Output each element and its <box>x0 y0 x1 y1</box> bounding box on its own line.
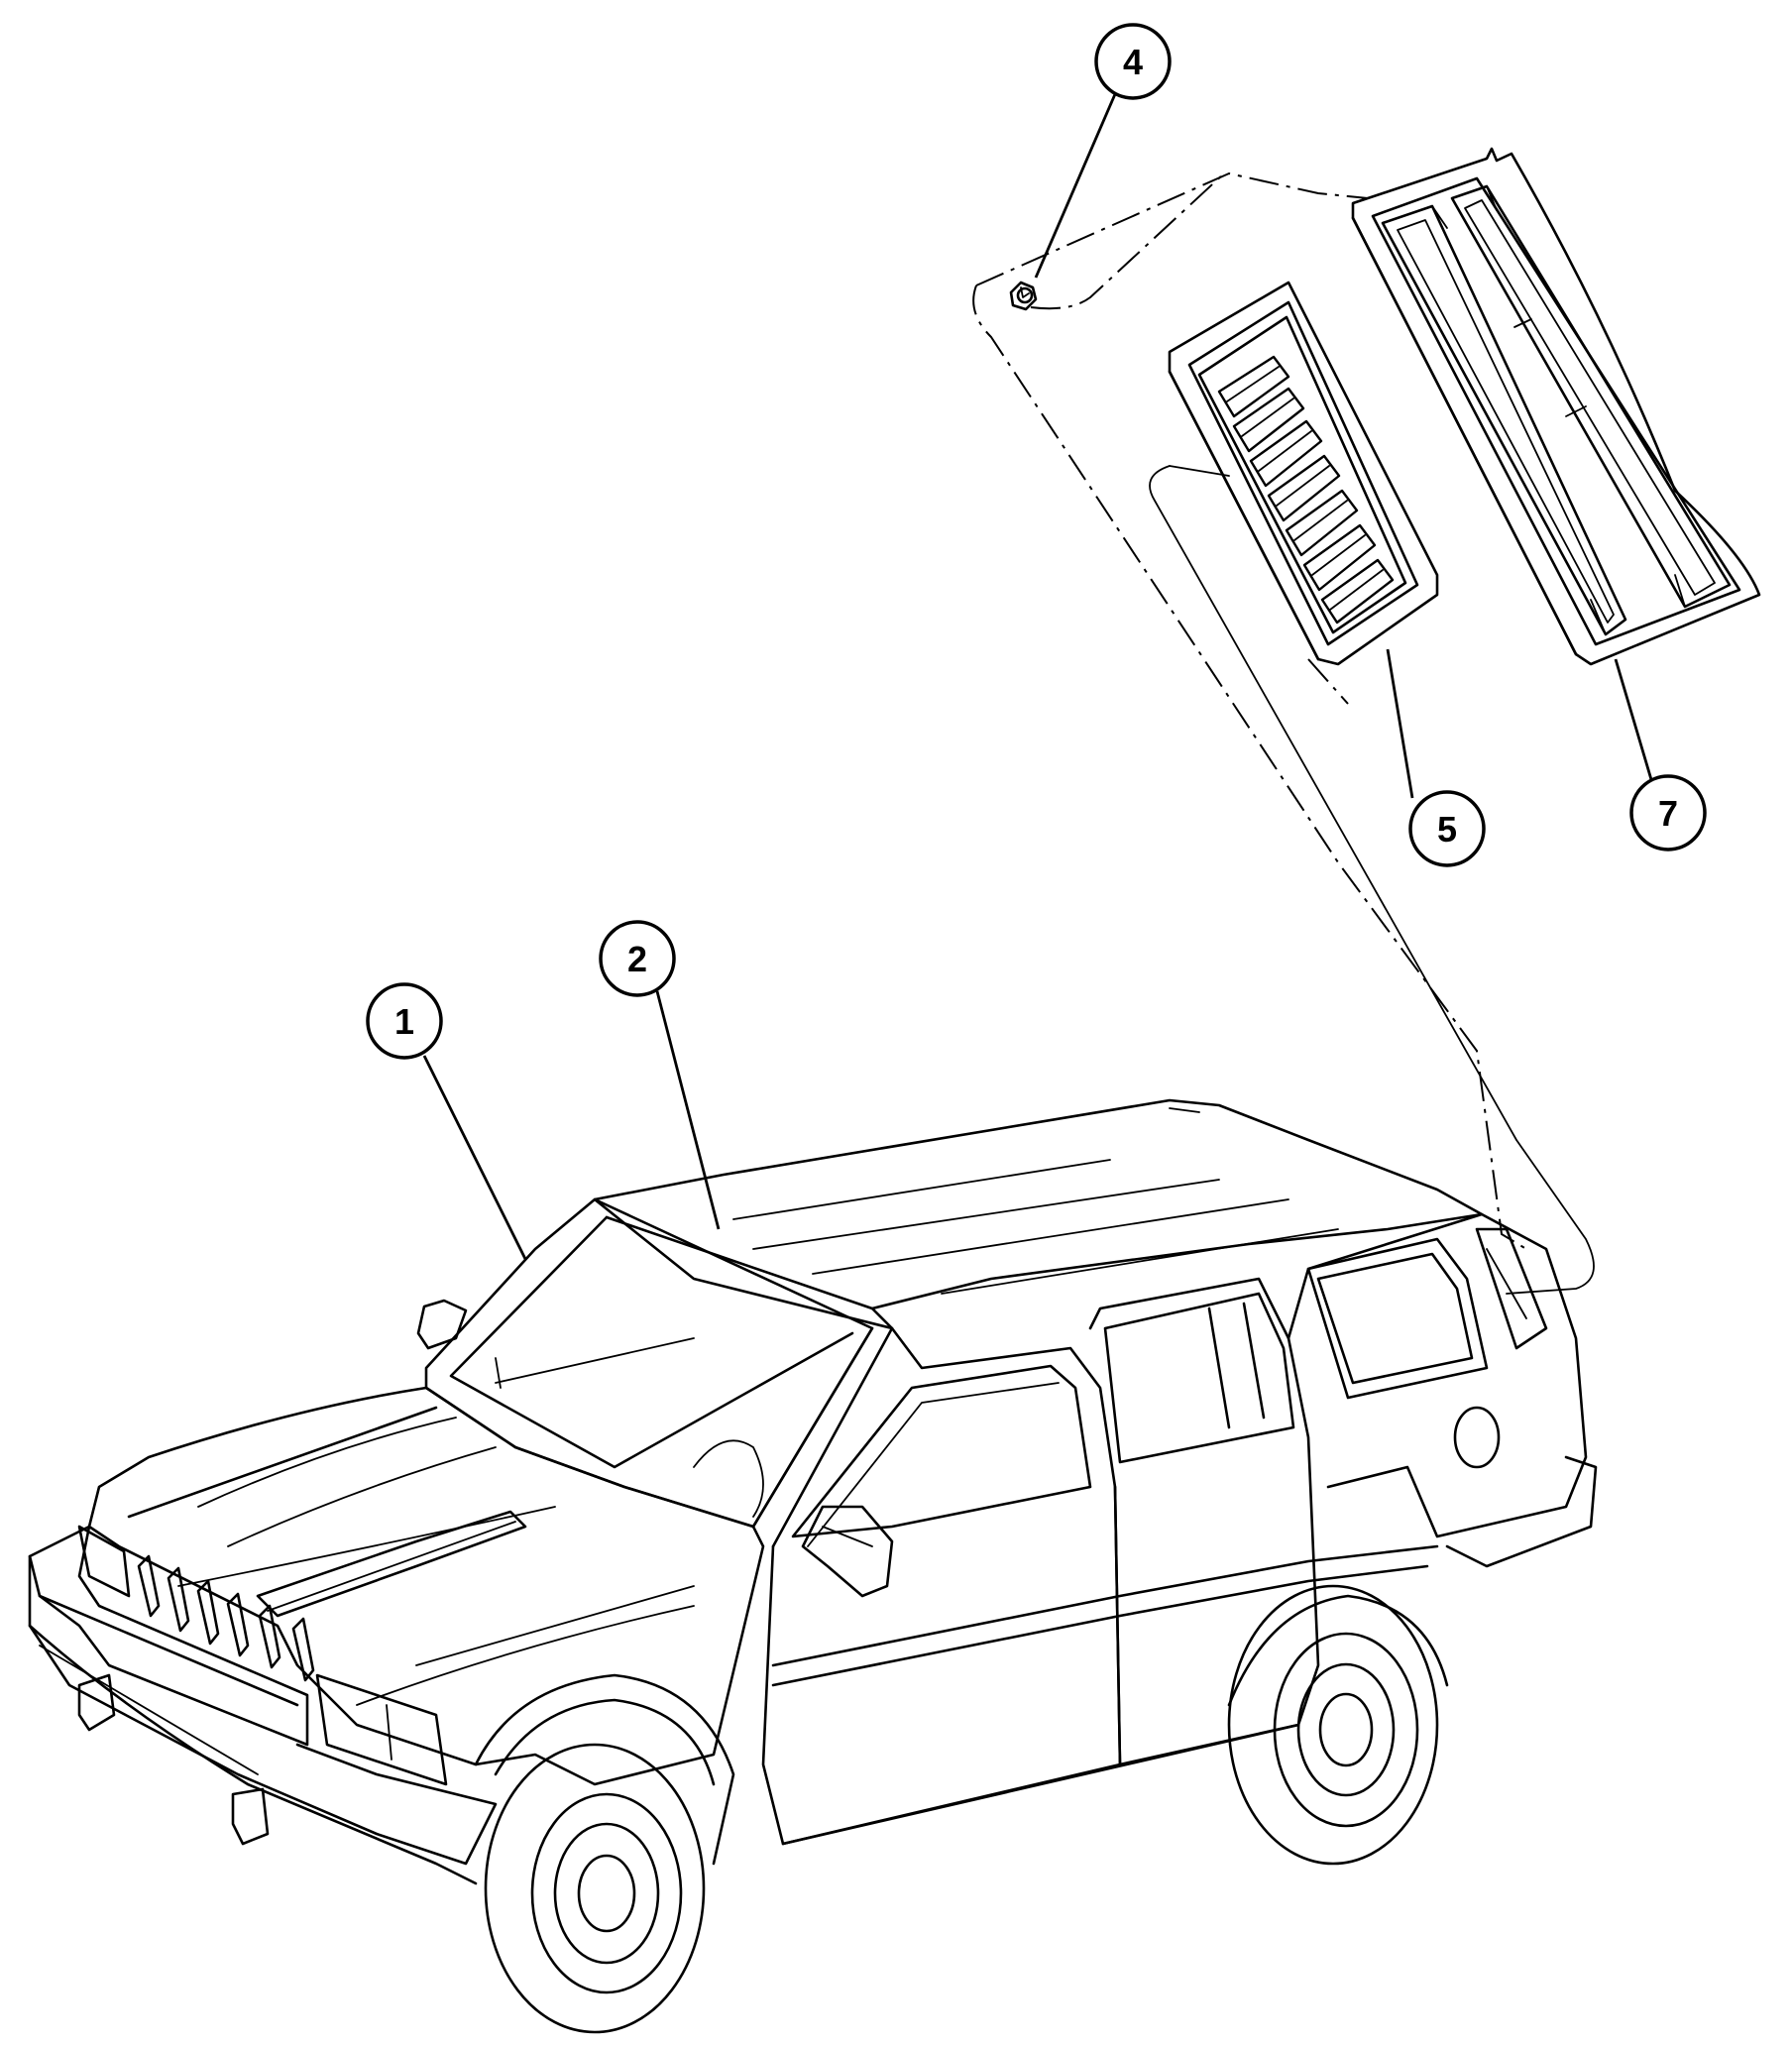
callout-5-label: 5 <box>1437 809 1457 850</box>
rear-wheel <box>1227 1584 1439 1866</box>
grille <box>137 1554 315 1682</box>
retainer-clip <box>1009 281 1038 311</box>
front-wheel <box>484 1743 706 2034</box>
vent-louver-inner <box>1168 281 1439 666</box>
callout-1-label: 1 <box>394 1001 414 1042</box>
callout-2: 2 <box>599 920 676 997</box>
louver-slats <box>1217 355 1395 625</box>
callout-2-label: 2 <box>627 939 647 979</box>
callout-1: 1 <box>366 982 443 1060</box>
callout-4-label: 4 <box>1123 42 1143 82</box>
callout-7-label: 7 <box>1658 793 1678 834</box>
vehicle-illustration <box>28 1098 1598 2034</box>
callout-4: 4 <box>1094 23 1172 100</box>
callout-7: 7 <box>1629 774 1707 852</box>
leader-lines <box>422 93 1657 1260</box>
exploded-outline <box>972 171 1595 1295</box>
vent-grille-outer <box>1351 147 1761 666</box>
callout-5: 5 <box>1408 790 1486 867</box>
